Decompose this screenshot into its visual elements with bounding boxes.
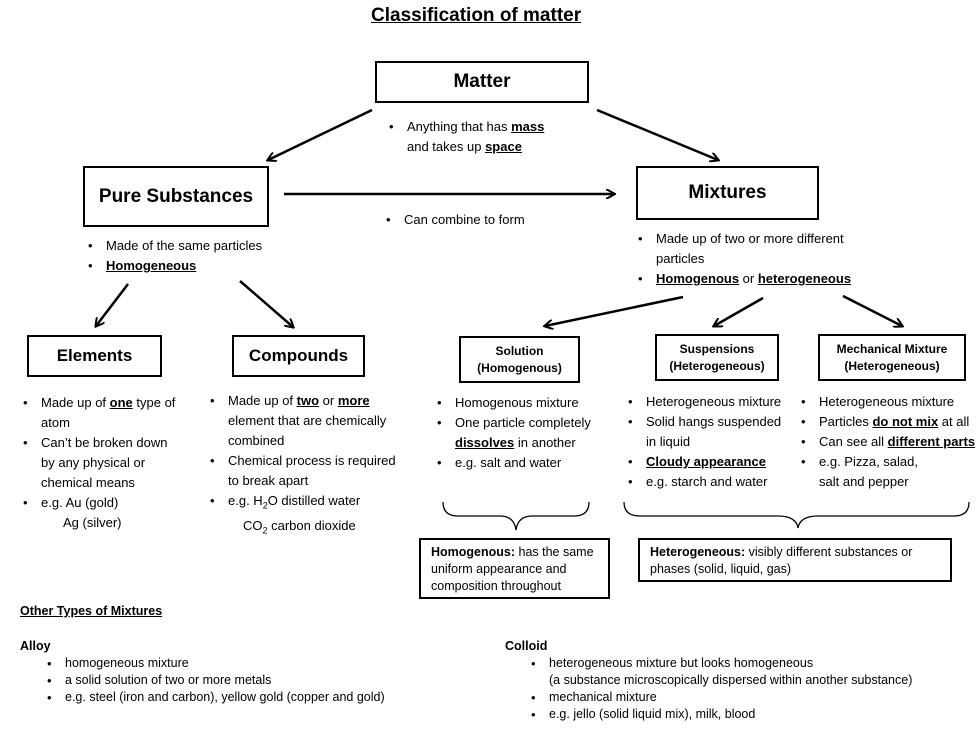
solution-bullets: Homogenous mixture One particle complete… <box>433 393 593 473</box>
suspensions-bullet-4: e.g. starch and water <box>624 472 794 492</box>
arrow-pure-to-compounds <box>239 280 293 327</box>
homogenous-note-text: has the same uniform appearance and comp… <box>431 545 594 593</box>
mechanical-bullet-4: e.g. Pizza, salad, salt and pepper <box>797 452 939 492</box>
solution-label: Solution <box>495 343 544 358</box>
matter-label: Matter <box>453 71 511 92</box>
alloy-item-1: homogeneous mixture <box>43 655 463 672</box>
alloy-title: Alloy <box>20 639 51 653</box>
arrow-pure-to-elements <box>96 283 129 326</box>
pure-bullet-2: Homogeneous <box>84 256 284 276</box>
mixtures-bullet-2: Homogenous or heterogeneous <box>634 269 874 289</box>
heterogeneous-note: Heterogeneous: visibly different substan… <box>638 538 952 582</box>
suspensions-bullets: Heterogeneous mixture Solid hangs suspen… <box>624 392 794 492</box>
compounds-bullet-3: e.g. H2O distilled water CO2 carbon diox… <box>206 491 401 540</box>
colloid-item-3: e.g. jello (solid liquid mix), milk, blo… <box>527 706 967 723</box>
elements-bullet-1: Made up of one type of atom <box>19 393 179 433</box>
mechanical-sublabel: (Heterogeneous) <box>844 358 940 373</box>
heterogeneous-note-text: visibly different substances or phases (… <box>650 545 913 576</box>
mixtures-bullet-1: Made up of two or more different particl… <box>634 229 874 269</box>
alloy-list: homogeneous mixture a solid solution of … <box>43 655 463 706</box>
heterogeneous-note-label: Heterogeneous: <box>650 545 746 559</box>
suspensions-bullet-2: Solid hangs suspended in liquid <box>624 412 794 452</box>
suspensions-bullet-1: Heterogeneous mixture <box>624 392 794 412</box>
elements-bullets: Made up of one type of atom Can’t be bro… <box>19 393 179 533</box>
pure-substances-box: Pure Substances <box>83 166 269 227</box>
mechanical-bullet-1: Heterogeneous mixture <box>797 392 977 412</box>
mechanical-bullet-2: Particles do not mix at all <box>797 412 977 432</box>
page-title: Classification of matter <box>371 5 582 26</box>
mechanical-bullets: Heterogeneous mixture Particles do not m… <box>797 392 977 492</box>
alloy-item-3: e.g. steel (iron and carbon), yellow gol… <box>43 689 463 706</box>
compounds-bullets: Made up of two or more element that are … <box>206 391 401 540</box>
arrow-matter-to-pure <box>268 108 373 160</box>
mixtures-label: Mixtures <box>688 182 767 203</box>
solution-bullet-1: Homogenous mixture <box>433 393 593 413</box>
mixtures-box: Mixtures <box>636 166 819 220</box>
pure-substances-label: Pure Substances <box>98 185 254 207</box>
colloid-list: heterogeneous mixture but looks homogene… <box>527 655 967 723</box>
elements-bullet-2: Can’t be broken down by any physical or … <box>19 433 179 493</box>
elements-box: Elements <box>27 335 162 377</box>
matter-box: Matter <box>375 61 589 103</box>
pure-bullet-1: Made of the same particles <box>84 236 284 256</box>
arrow-mixtures-to-solution <box>545 295 684 326</box>
colloid-item-2: mechanical mixture <box>527 689 967 706</box>
mixtures-bullets: Made up of two or more different particl… <box>634 229 874 289</box>
space-keyword: space <box>485 139 522 154</box>
matter-definition: Anything that has mass and takes up spac… <box>385 117 595 157</box>
suspensions-sublabel: (Heterogeneous) <box>669 358 765 373</box>
arrow-matter-to-mixtures <box>596 108 718 160</box>
compounds-bullet-2: Chemical process is required to break ap… <box>206 451 401 491</box>
matter-bullets: Anything that has mass and takes up spac… <box>385 117 595 157</box>
colloid-title: Colloid <box>505 639 548 653</box>
elements-bullet-3: e.g. Au (gold)Ag (silver) <box>19 493 179 533</box>
arrow-mixtures-to-suspensions <box>714 296 764 326</box>
mass-keyword: mass <box>511 119 545 134</box>
solution-sublabel: (Homogenous) <box>477 360 562 375</box>
pure-bullets: Made of the same particles Homogeneous <box>84 236 284 276</box>
elements-label: Elements <box>56 346 133 365</box>
suspensions-label: Suspensions <box>679 341 755 356</box>
brace-homogenous <box>442 501 590 531</box>
compounds-box: Compounds <box>232 335 365 377</box>
suspensions-bullet-3: Cloudy appearance <box>624 452 794 472</box>
compounds-bullet-1: Made up of two or more element that are … <box>206 391 401 451</box>
alloy-item-2: a solid solution of two or more metals <box>43 672 463 689</box>
combine-note: Can combine to form <box>382 210 582 230</box>
homogenous-note-label: Homogenous: <box>431 545 516 559</box>
homogenous-note: Homogenous: has the same uniform appeara… <box>419 538 610 599</box>
compounds-label: Compounds <box>248 346 349 365</box>
suspensions-box: Suspensions (Heterogeneous) <box>655 334 779 381</box>
mechanical-mixture-box: Mechanical Mixture (Heterogeneous) <box>818 334 966 381</box>
colloid-item-1: heterogeneous mixture but looks homogene… <box>527 655 967 689</box>
other-types-heading: Other Types of Mixtures <box>20 604 163 618</box>
mechanical-bullet-3: Can see all different parts <box>797 432 977 452</box>
solution-box: Solution (Homogenous) <box>459 336 580 383</box>
solution-bullet-2: One particle completely dissolves in ano… <box>433 413 593 453</box>
solution-bullet-3: e.g. salt and water <box>433 453 593 473</box>
arrow-mixtures-to-mechanical <box>842 294 902 326</box>
mechanical-label: Mechanical Mixture <box>836 341 948 356</box>
brace-heterogeneous <box>623 501 970 529</box>
combine-note-text: Can combine to form <box>382 210 582 230</box>
